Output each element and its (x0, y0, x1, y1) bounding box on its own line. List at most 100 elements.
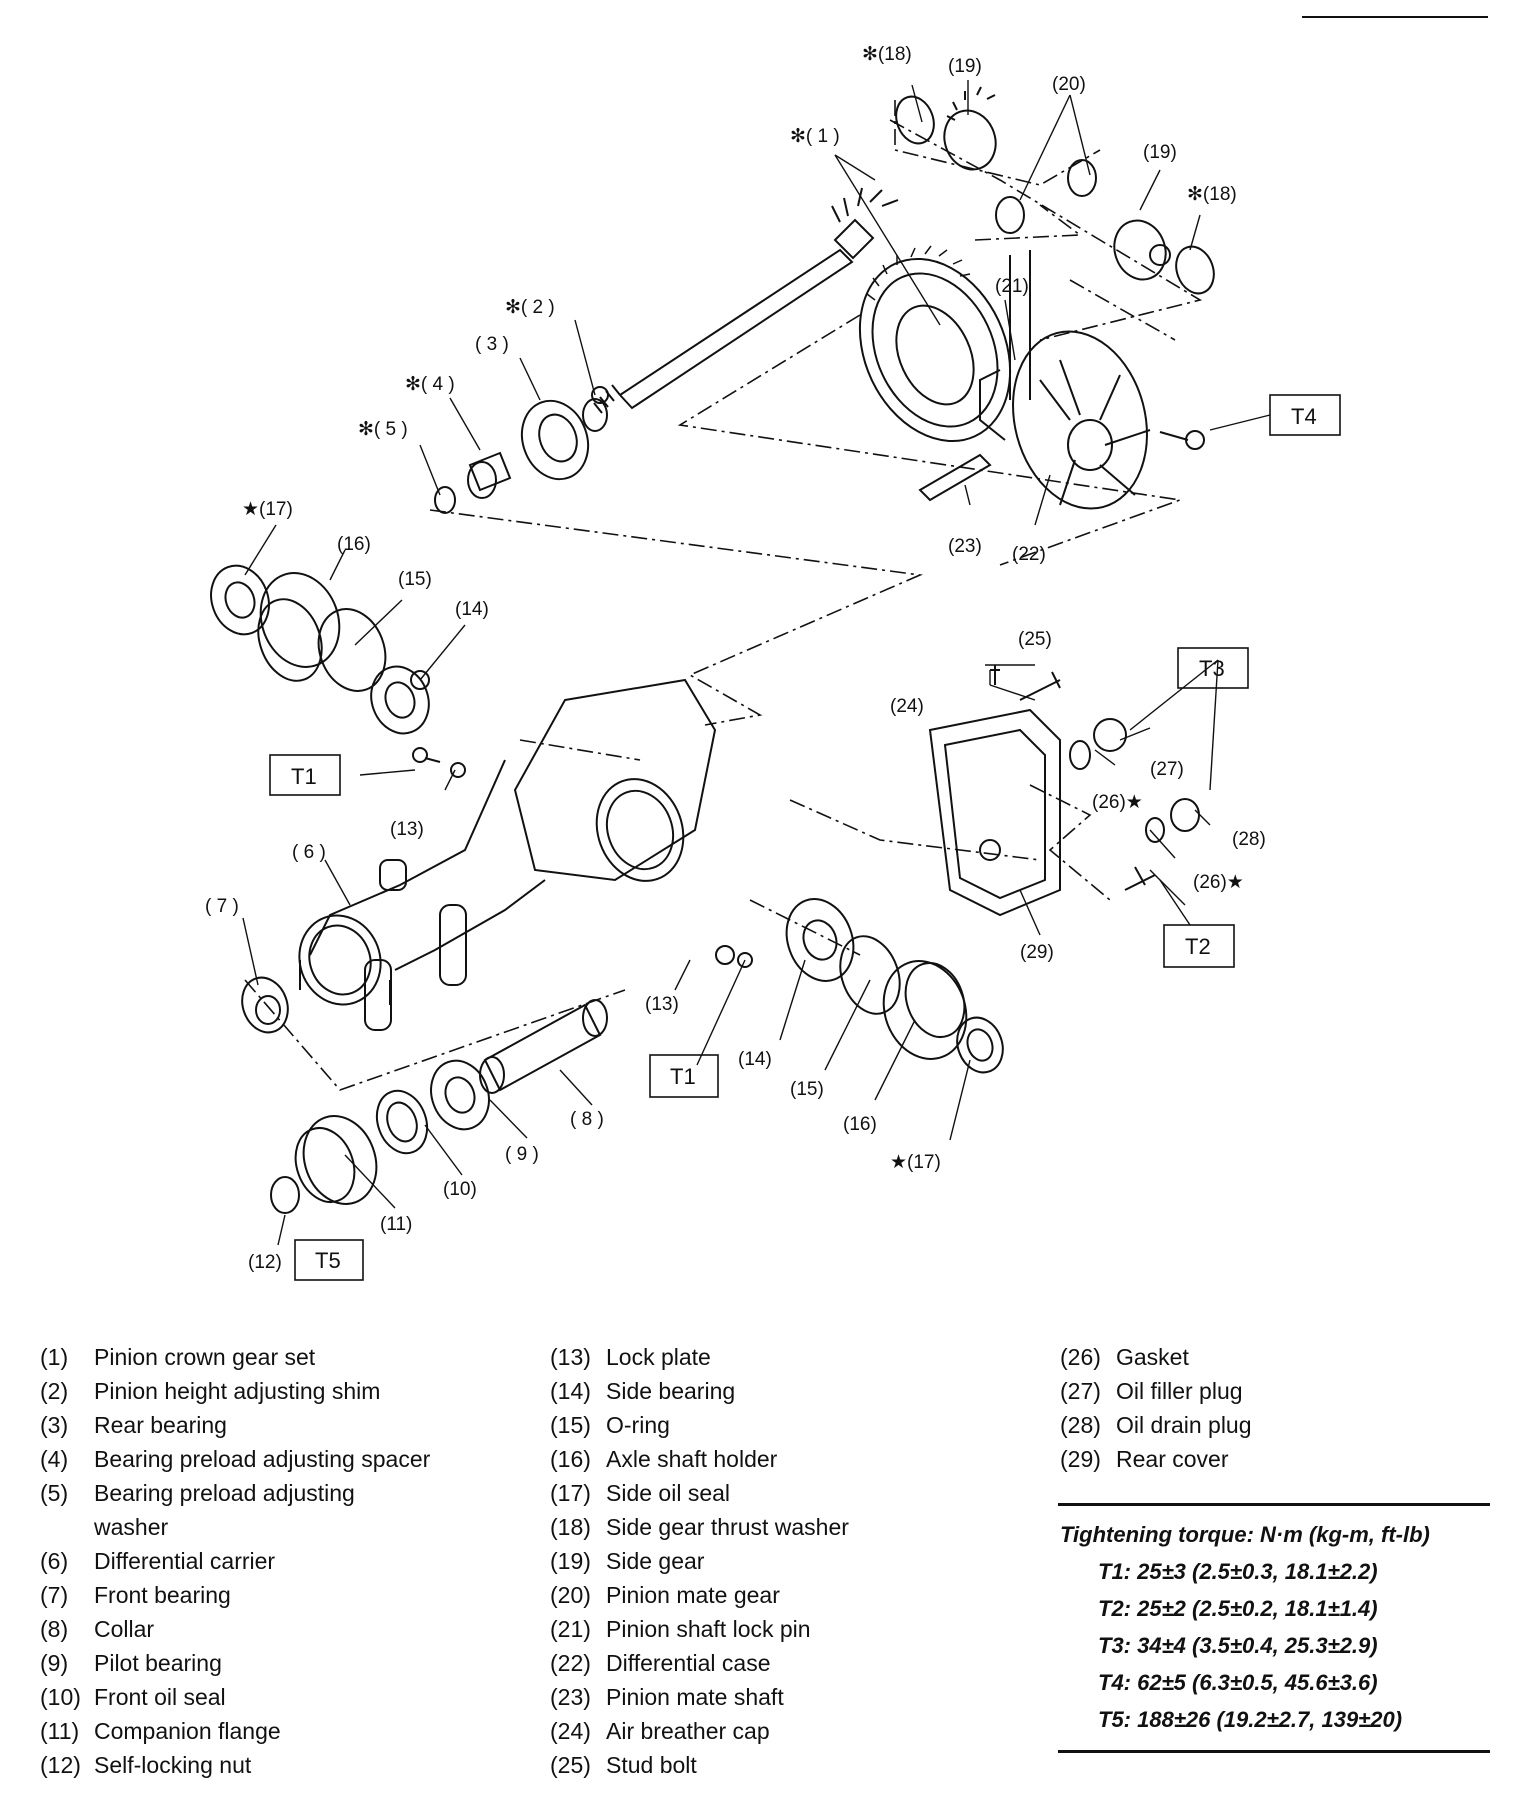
legend-number: (12) (40, 1752, 81, 1778)
torque-row-t3: T3: 34±4 (3.5±0.4, 25.3±2.9) (1098, 1633, 1378, 1658)
legend-text: Rear cover (1116, 1446, 1229, 1472)
torque-tag-t2: T2 (1185, 934, 1211, 959)
legend-row: (8)Collar (40, 1612, 510, 1646)
torque-tag-t5: T5 (315, 1248, 341, 1273)
legend-text: Differential carrier (94, 1548, 276, 1574)
torque-row-t5: T5: 188±26 (19.2±2.7, 139±20) (1098, 1707, 1403, 1732)
legend-number: (13) (550, 1344, 591, 1370)
legend-row: (7)Front bearing (40, 1578, 510, 1612)
right-side-bearing-group (715, 898, 1004, 1074)
legend-number: (16) (550, 1446, 591, 1472)
callout-14-left: (14) (455, 599, 489, 620)
legend-number: (15) (550, 1412, 591, 1438)
callout-28: (28) (1232, 829, 1266, 850)
legend-row: (9)Pilot bearing (40, 1646, 510, 1680)
legend-row: (27) Oil filler plug (1060, 1374, 1500, 1408)
callout-labels: ✻( 1 ) ✻( 2 ) ( 3 ) ✻( 4 ) ✻( 5 ) ( 6 ) … (205, 44, 1317, 1273)
legend-row: (1)Pinion crown gear set (40, 1340, 510, 1374)
legend-number: (11) (40, 1718, 80, 1744)
bolts (412, 430, 1205, 763)
legend-number: (24) (550, 1718, 591, 1744)
legend-text: Pinion mate shaft (606, 1684, 784, 1710)
legend-text: Front bearing (94, 1582, 231, 1608)
left-side-bearing-group (210, 564, 430, 735)
torque-row-t1: T1: 25±3 (2.5±0.3, 18.1±2.2) (1098, 1559, 1378, 1584)
callout-10: (10) (443, 1179, 477, 1200)
differential-case (918, 330, 1151, 510)
side-gears-and-pinion-mates (895, 86, 1215, 400)
callout-18-right: ✻(18) (1187, 184, 1237, 205)
callout-25: (25) (1018, 629, 1052, 650)
legend-row: (29) Rear cover (1060, 1442, 1500, 1476)
legend-text: Axle shaft holder (606, 1446, 778, 1472)
callout-15-left: (15) (398, 569, 432, 590)
callout-16-right: (16) (843, 1114, 877, 1135)
legend-text: Companion flange (94, 1718, 281, 1744)
legend-row: (25) Stud bolt (550, 1748, 1030, 1782)
legend-text: Gasket (1116, 1344, 1189, 1370)
legend-row: (5)Bearing preload adjusting (40, 1476, 510, 1510)
legend-row: (21) Pinion shaft lock pin (550, 1612, 1030, 1646)
legend-row: (17)Side oil seal (550, 1476, 1030, 1510)
legend-text: Oil filler plug (1116, 1378, 1243, 1404)
callout-3: ( 3 ) (475, 334, 509, 355)
legend-text: Collar (94, 1616, 155, 1642)
torque-tag-t4: T4 (1291, 404, 1317, 429)
legend-text: Side gear thrust washer (606, 1514, 849, 1540)
legend-text: Stud bolt (606, 1752, 697, 1778)
legend-text: Pinion shaft lock pin (606, 1616, 811, 1642)
legend-row: (10)Front oil seal (40, 1680, 510, 1714)
torque-tag-t1-left: T1 (291, 764, 317, 789)
legend-column-1: (1)Pinion crown gear set (2)Pinion heigh… (40, 1340, 510, 1782)
callout-11: (11) (380, 1214, 412, 1235)
legend-text: Self-locking nut (94, 1752, 252, 1778)
legend-row: (19) Side gear (550, 1544, 1030, 1578)
legend-text: Rear bearing (94, 1412, 227, 1438)
callout-4: ✻( 4 ) (405, 374, 455, 395)
callout-1: ✻( 1 ) (790, 126, 840, 147)
callout-5: ✻( 5 ) (358, 419, 408, 440)
legend-number: (28) (1060, 1412, 1101, 1438)
assembly-guide-lines (244, 100, 1203, 1091)
legend-number: (1) (40, 1344, 69, 1370)
top-rule (1302, 16, 1488, 18)
legend-number: (27) (1060, 1378, 1101, 1404)
callout-18-top: ✻(18) (862, 44, 912, 65)
callout-15-right: (15) (790, 1079, 824, 1100)
callout-8: ( 8 ) (570, 1109, 604, 1130)
front-bearing-group (270, 999, 608, 1214)
callout-17-left: ★(17) (242, 499, 293, 520)
torque-tag-t1-right: T1 (670, 1064, 696, 1089)
legend-text: Pinion mate gear (606, 1582, 780, 1608)
callout-6: ( 6 ) (292, 842, 326, 863)
legend-number: (2) (40, 1378, 69, 1404)
legend-number: (19) (550, 1548, 591, 1574)
legend-row: (28)Oil drain plug (1060, 1408, 1500, 1442)
tightening-torque-table: Tightening torque: N·m (kg-m, ft-lb) T1:… (1058, 1503, 1490, 1753)
legend-number: (25) (550, 1752, 591, 1778)
callout-16-left: (16) (337, 534, 371, 555)
legend-number (40, 1510, 94, 1544)
callout-19-right: (19) (1143, 142, 1177, 163)
legend-number: (29) (1060, 1446, 1101, 1472)
legend-number: (18) (550, 1514, 591, 1540)
legend-text: Side gear (606, 1548, 705, 1574)
rear-bearing-group (434, 398, 608, 514)
legend-row: (26) Gasket (1060, 1340, 1500, 1374)
legend-row: (2)Pinion height adjusting shim (40, 1374, 510, 1408)
differential-carrier (241, 670, 717, 1034)
legend-row: (12) Self-locking nut (40, 1748, 510, 1782)
legend-text: Side bearing (606, 1378, 736, 1404)
legend-text: O-ring (606, 1412, 670, 1438)
legend-text: Lock plate (606, 1344, 711, 1370)
callout-12: (12) (248, 1252, 282, 1273)
pinion-shaft (591, 187, 899, 414)
torque-row-t4: T4: 62±5 (6.3±0.5, 45.6±3.6) (1098, 1670, 1378, 1695)
legend-number: (21) (550, 1616, 591, 1642)
legend-number: (26) (1060, 1344, 1101, 1370)
callout-21: (21) (995, 276, 1029, 297)
callout-24: (24) (890, 696, 924, 717)
legend-text: Front oil seal (94, 1684, 226, 1710)
legend-number: (22) (550, 1650, 591, 1676)
torque-table-title: Tightening torque: N·m (kg-m, ft-lb) (1060, 1522, 1430, 1547)
